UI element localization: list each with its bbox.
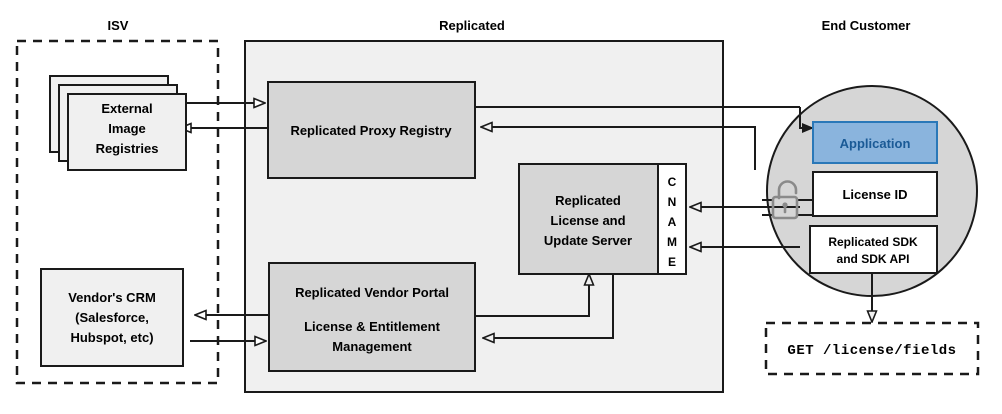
proxy-registry-label: Replicated Proxy Registry: [290, 123, 452, 138]
vendor-crm-line-3: Hubspot, etc): [70, 330, 153, 345]
vendor-portal-line-2: License & Entitlement: [304, 319, 440, 334]
connector-proxy-to-app: [799, 107, 814, 133]
isv-boundary: [15, 39, 220, 385]
license-server-line-2: License and: [550, 213, 625, 228]
vendor-portal-rect: [268, 262, 476, 372]
api-call-boundary: [764, 321, 980, 376]
vendor-crm-line-2: (Salesforce,: [75, 310, 149, 325]
connector-customer-to-proxy: [481, 127, 756, 170]
external-registries-line-2: Image: [108, 121, 146, 136]
external-image-registries[interactable]: External Image Registries: [49, 75, 187, 171]
license-id-rect: [812, 171, 938, 217]
zone-title-end-customer: End Customer: [822, 18, 911, 33]
zone-title-replicated: Replicated: [439, 18, 505, 33]
external-registries-line-1: External: [101, 101, 152, 116]
replicated-sdk-box[interactable]: Replicated SDK and SDK API: [809, 225, 938, 274]
external-registries-line-3: Registries: [96, 141, 159, 156]
connector-portal-to-license-server: [475, 274, 589, 317]
cname-strip[interactable]: C N A M E: [657, 163, 687, 275]
vendor-portal-line-3: Management: [332, 339, 412, 354]
vendor-crm-line-1: Vendor's CRM: [68, 290, 156, 305]
vendor-crm-rect: [40, 268, 184, 367]
cname-letter-e: E: [668, 255, 676, 269]
replicated-proxy-registry-box[interactable]: Replicated Proxy Registry: [267, 81, 476, 179]
proxy-registry-rect: [267, 81, 476, 179]
connector-license-server-to-portal: [483, 272, 614, 338]
license-server-rect: [518, 163, 659, 275]
sdk-line-1: Replicated SDK: [828, 235, 918, 249]
license-id-box[interactable]: License ID: [812, 171, 938, 217]
cname-letter-n: N: [668, 195, 677, 209]
cname-letter-c: C: [668, 175, 677, 189]
registry-card-front: [67, 93, 187, 171]
license-server-line-1: Replicated: [555, 193, 621, 208]
vendor-portal-line-1: Replicated Vendor Portal: [295, 285, 449, 300]
zone-title-isv: ISV: [108, 18, 129, 33]
cname-rect: [657, 163, 687, 275]
application-box[interactable]: Application: [812, 121, 938, 164]
api-call-box[interactable]: GET /license/fields: [764, 321, 980, 376]
application-rect: [812, 121, 938, 164]
sdk-rect: [809, 225, 938, 274]
unlocked-padlock-icon: [771, 180, 799, 220]
sdk-line-2: and SDK API: [837, 252, 910, 266]
api-call-label: GET /license/fields: [787, 343, 956, 359]
replicated-license-update-server-box[interactable]: Replicated License and Update Server: [518, 163, 659, 275]
application-label: Application: [840, 136, 911, 151]
cname-letter-a: A: [668, 215, 677, 229]
cname-letter-m: M: [667, 235, 677, 249]
vendor-crm-box[interactable]: Vendor's CRM (Salesforce, Hubspot, etc): [40, 268, 184, 367]
replicated-vendor-portal-box[interactable]: Replicated Vendor Portal License & Entit…: [268, 262, 476, 372]
license-server-line-3: Update Server: [544, 233, 632, 248]
license-id-label: License ID: [842, 187, 907, 202]
